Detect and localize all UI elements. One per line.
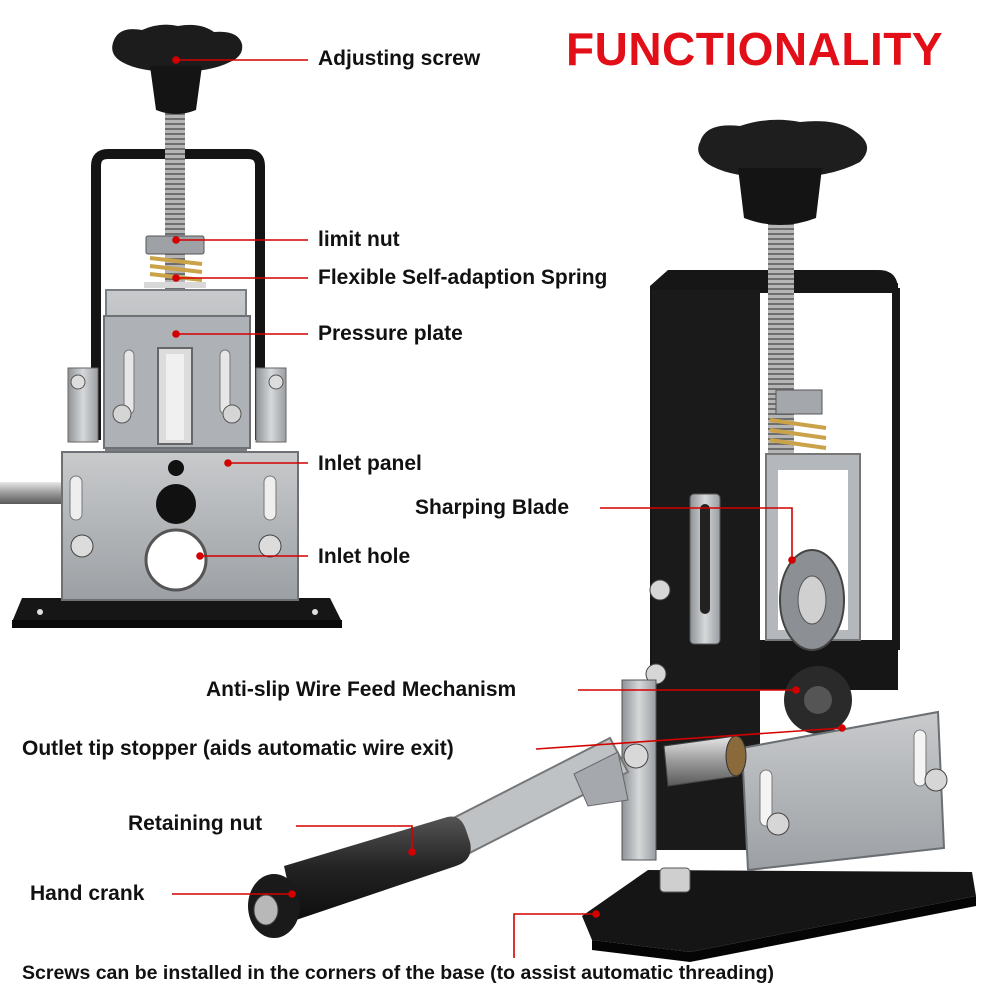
side-view-device [582,119,976,962]
label-adjusting-screw: Adjusting screw [318,47,481,70]
page-title: FUNCTIONALITY [566,23,944,75]
label-inlet-hole: Inlet hole [318,545,411,568]
label-retaining-nut: Retaining nut [128,812,263,835]
label-limit-nut: limit nut [318,228,400,251]
label-spring: Flexible Self-adaption Spring [318,266,608,289]
leader-lines [172,56,846,958]
label-base-screws: Screws can be installed in the corners o… [22,962,775,984]
front-view-device [0,24,342,628]
label-anti-slip: Anti-slip Wire Feed Mechanism [206,678,517,701]
label-hand-crank: Hand crank [30,882,145,905]
label-pressure-plate: Pressure plate [318,322,463,345]
label-inlet-panel: Inlet panel [318,452,422,475]
hand-crank-graphic [248,736,649,938]
label-outlet-tip: Outlet tip stopper (aids automatic wire … [22,737,454,760]
label-sharping-blade: Sharping Blade [415,496,570,519]
